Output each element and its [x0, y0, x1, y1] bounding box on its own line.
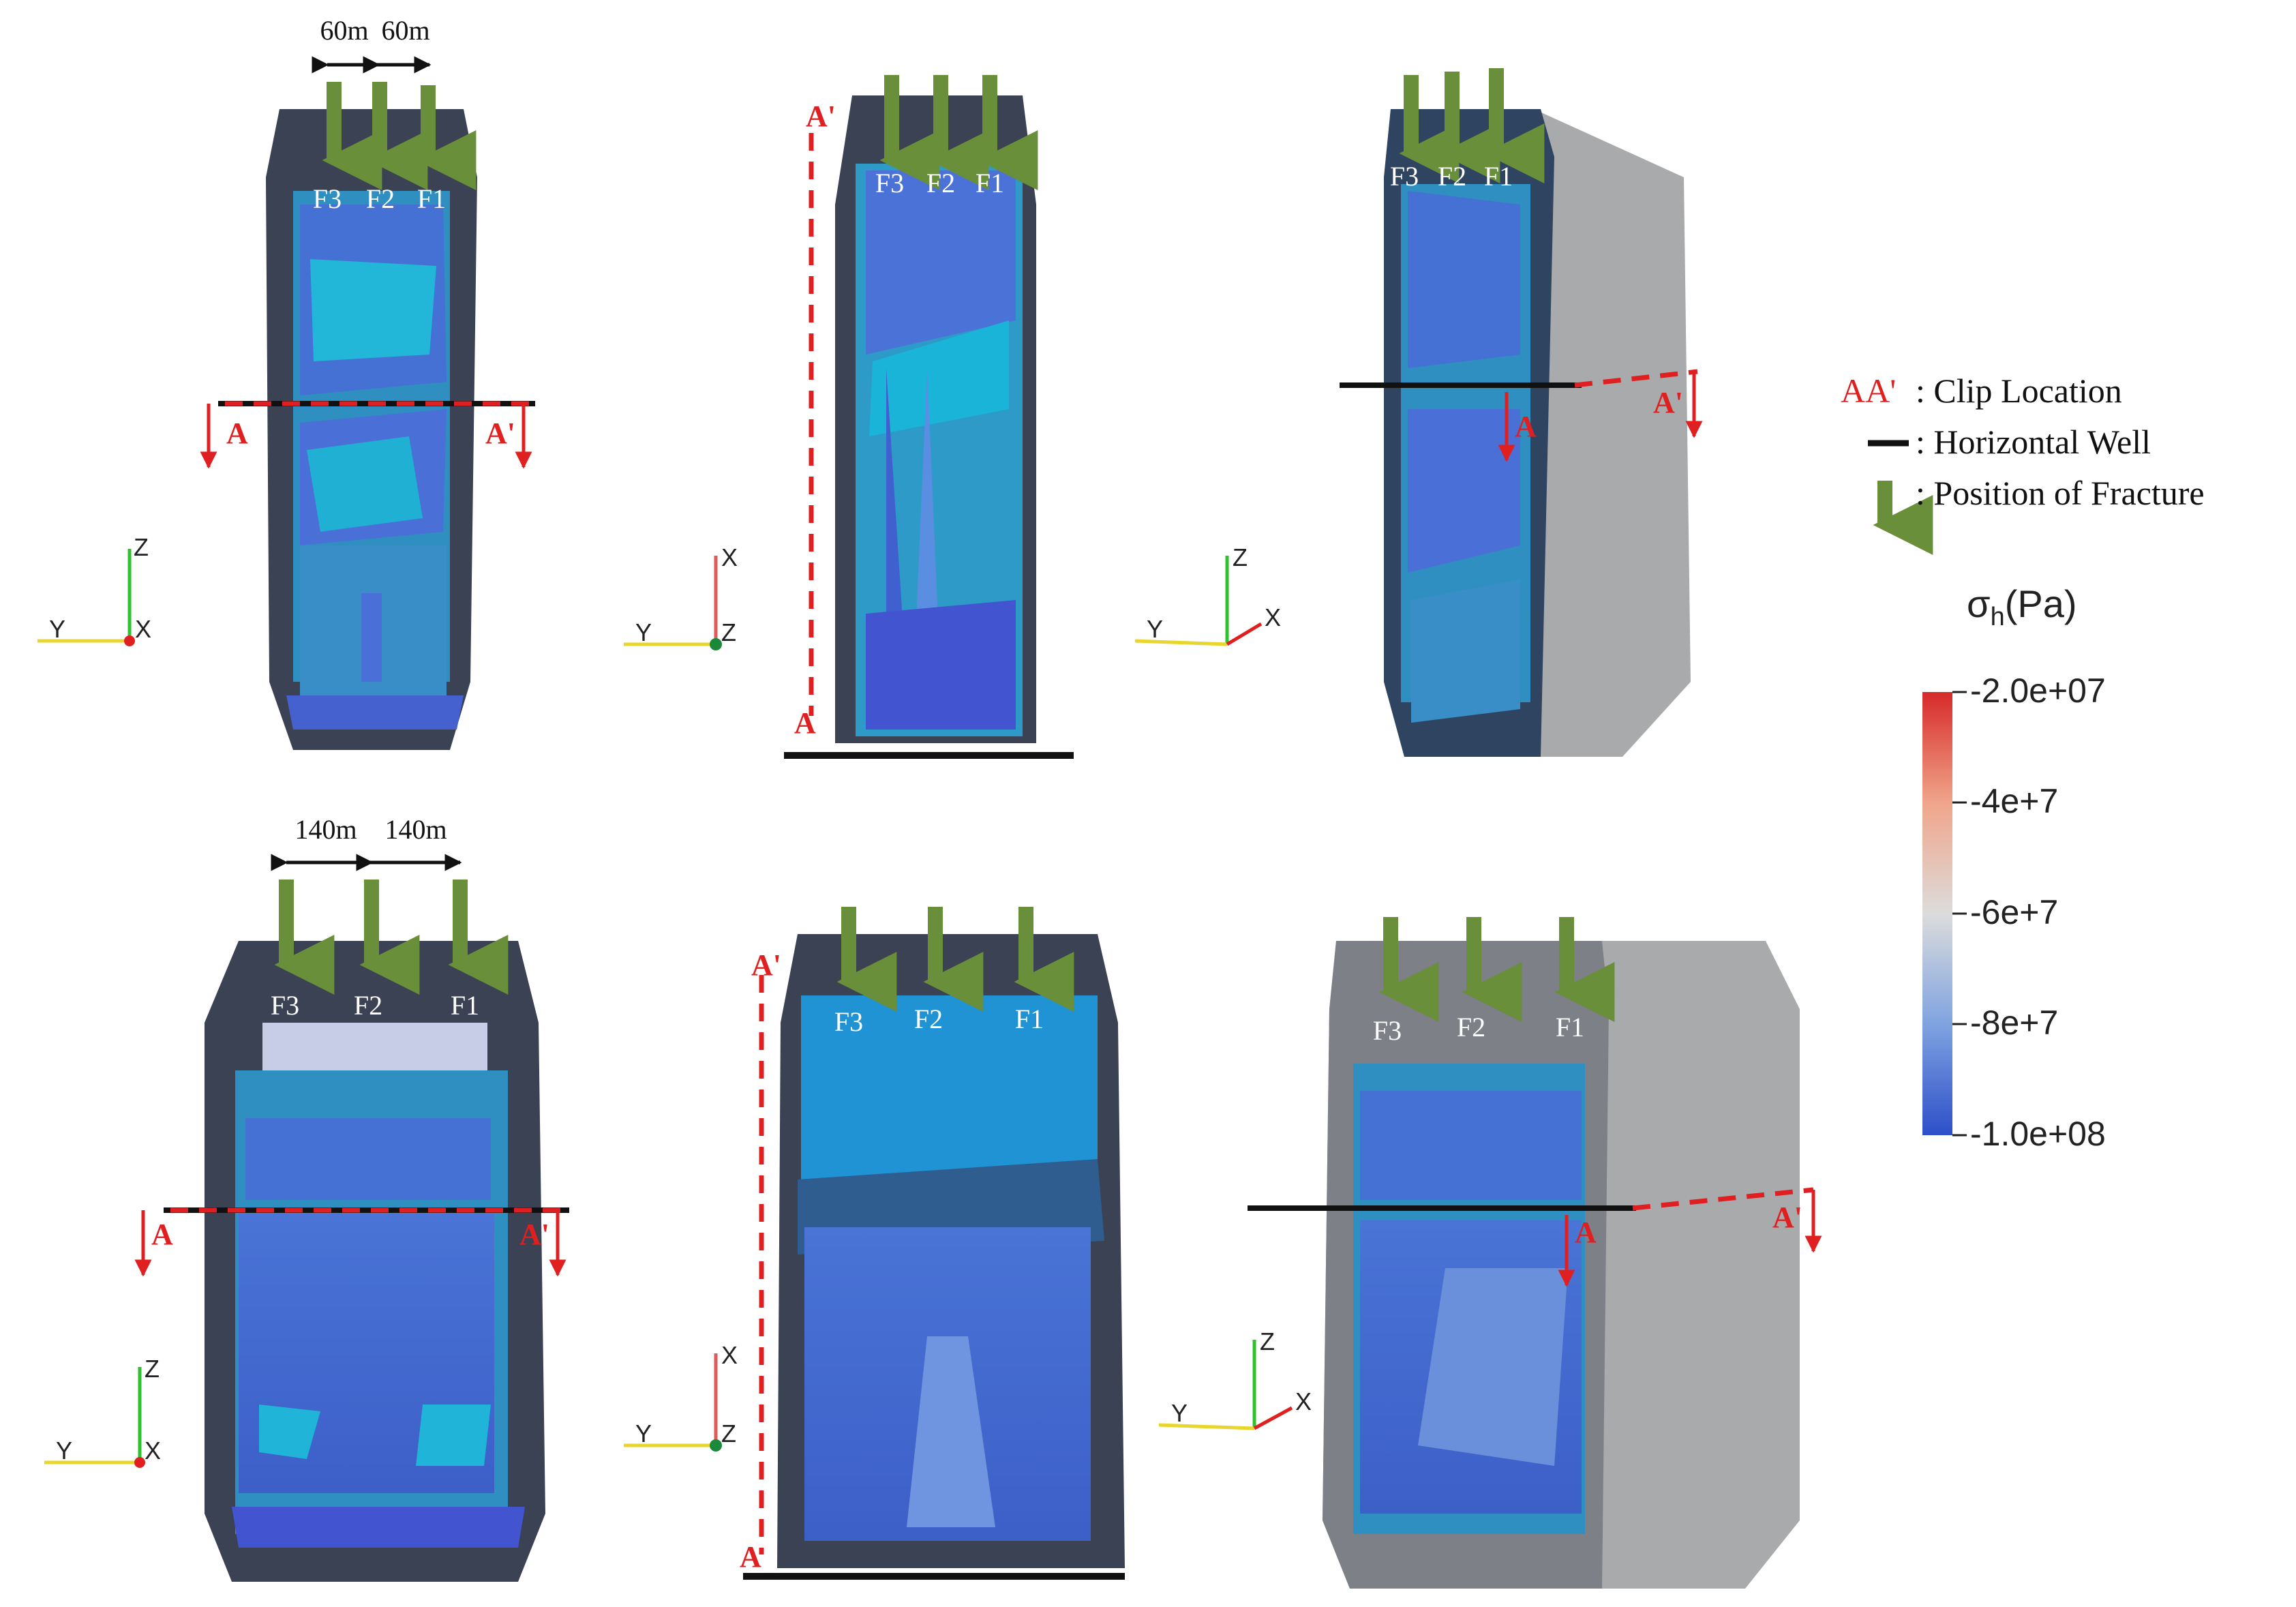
axis-label-x: X — [135, 615, 151, 643]
colorbar: σh(Pa) -2.0e+07 -4e+7 -6e+7 -8e+7 -1.0e+… — [1922, 582, 2106, 1153]
clip-a-prime: A' — [1653, 386, 1683, 419]
panel-bottom-iso — [1323, 941, 1800, 1589]
axis-triad-p6: Z Y X — [1158, 1327, 1312, 1430]
clip-a: A — [740, 1540, 761, 1574]
clip-a: A — [1575, 1216, 1597, 1249]
fracture-label-f3: F3 — [1373, 1015, 1402, 1046]
spacing-top-right: 60m — [381, 15, 429, 46]
clip-a: A — [794, 706, 816, 740]
fracture-label-f2: F2 — [1438, 161, 1466, 192]
fracture-label-f2: F2 — [914, 1004, 943, 1034]
fracture-label-f2: F2 — [1457, 1012, 1485, 1042]
fracture-arrows-p3: F3 F2 F1 — [1390, 68, 1545, 192]
fracture-arrows-p6: F3 F2 F1 — [1373, 917, 1615, 1046]
clip-a: A — [226, 417, 248, 450]
panel-top-iso — [1384, 109, 1691, 757]
fracture-label-f3: F3 — [1390, 161, 1419, 192]
spacing-bottom-right: 140m — [384, 814, 447, 845]
clip-p5: A' A — [740, 948, 1125, 1580]
fracture-label-f1: F1 — [976, 168, 1004, 198]
fracture-arrows-p4: F3 F2 F1 — [271, 880, 509, 1021]
fracture-label-f3: F3 — [271, 990, 299, 1021]
legend-well-label: : Horizontal Well — [1916, 423, 2151, 461]
fracture-label-f3: F3 — [875, 168, 904, 198]
spacing-bottom: 140m 140m — [271, 814, 462, 871]
axis-label-x: X — [1265, 603, 1281, 631]
colorbar-tick-1: -4e+7 — [1970, 782, 2058, 820]
clip-p1: A A' — [200, 401, 535, 469]
fracture-label-f1: F1 — [417, 183, 446, 214]
axis-label-z: Z — [721, 618, 736, 646]
fracture-label-f2: F2 — [926, 168, 955, 198]
axis-label-x: X — [145, 1437, 161, 1465]
clip-a-prime: A' — [806, 100, 836, 133]
axis-triad-p4: Z Y X — [44, 1355, 161, 1468]
legend-fracture-label: : Position of Fracture — [1916, 474, 2205, 512]
fracture-label-f3: F3 — [313, 183, 342, 214]
axis-label-y: Y — [635, 618, 652, 646]
axis-label-z: Z — [721, 1420, 736, 1447]
colorbar-tick-3: -8e+7 — [1970, 1004, 2058, 1042]
axis-triad-p2: X Y Z — [624, 543, 738, 650]
clip-p2: A' A — [784, 100, 1074, 759]
fracture-arrows-p5: F3 F2 F1 — [834, 907, 1074, 1037]
panel-top-front — [266, 109, 477, 750]
fracture-arrows-p1: F3 F2 F1 — [313, 82, 477, 214]
fracture-label-f1: F1 — [1556, 1012, 1584, 1042]
axis-label-y: Y — [49, 615, 65, 643]
legend: AA' : Clip Location : Horizontal Well : … — [1841, 372, 2205, 555]
fracture-label-f1: F1 — [451, 990, 479, 1021]
clip-line — [1632, 1187, 1814, 1211]
clip-p6: A A' — [1248, 1187, 1822, 1287]
clip-p4: A A' — [134, 1207, 569, 1277]
panel-bottom-plan — [777, 934, 1125, 1568]
axis-label-y: Y — [635, 1420, 652, 1447]
clip-a: A — [1515, 410, 1537, 443]
clip-p3: A A' — [1340, 369, 1703, 462]
clip-a-prime: A' — [1772, 1201, 1802, 1234]
colorbar-title: σh(Pa) — [1967, 582, 2077, 631]
axis-label-x: X — [721, 543, 738, 571]
clip-a-prime: A' — [485, 417, 515, 450]
spacing-bottom-left: 140m — [294, 814, 357, 845]
panel-bottom-front — [205, 941, 545, 1582]
fracture-label-f2: F2 — [366, 183, 395, 214]
clip-a-prime: A' — [519, 1218, 549, 1251]
axis-triad-p3: Z Y X — [1134, 543, 1281, 646]
fracture-label-f1: F1 — [1015, 1004, 1044, 1034]
clip-a-prime: A' — [751, 948, 781, 982]
axis-label-z: Z — [1260, 1327, 1275, 1355]
fracture-label-f2: F2 — [354, 990, 382, 1021]
axis-label-y: Y — [56, 1437, 72, 1465]
axis-label-y: Y — [1171, 1399, 1188, 1427]
legend-clip-label: : Clip Location — [1916, 372, 2122, 410]
clip-line — [1574, 369, 1698, 388]
fracture-label-f3: F3 — [834, 1006, 863, 1037]
colorbar-tick-0: -2.0e+07 — [1970, 672, 2106, 710]
axis-triad-p1: Z Y X — [37, 533, 151, 646]
colorbar-gradient — [1922, 692, 1952, 1135]
axis-label-z: Z — [134, 533, 149, 561]
spacing-top-left: 60m — [320, 15, 368, 46]
axis-label-z: Z — [1233, 543, 1248, 571]
axis-label-x: X — [1295, 1387, 1312, 1415]
panel-top-plan — [835, 95, 1036, 743]
clip-a: A — [151, 1218, 173, 1251]
colorbar-tick-4: -1.0e+08 — [1970, 1115, 2106, 1153]
fracture-label-f1: F1 — [1484, 161, 1513, 192]
axis-triad-p5: X Y Z — [624, 1341, 738, 1452]
axis-label-y: Y — [1147, 615, 1163, 643]
fracture-arrows-p2: F3 F2 F1 — [875, 75, 1038, 198]
legend-clip-symbol: AA' — [1841, 372, 1896, 410]
spacing-top: 60m 60m — [312, 15, 432, 74]
axis-label-x: X — [721, 1341, 738, 1369]
colorbar-tick-2: -6e+7 — [1970, 893, 2058, 931]
axis-label-z: Z — [145, 1355, 160, 1383]
